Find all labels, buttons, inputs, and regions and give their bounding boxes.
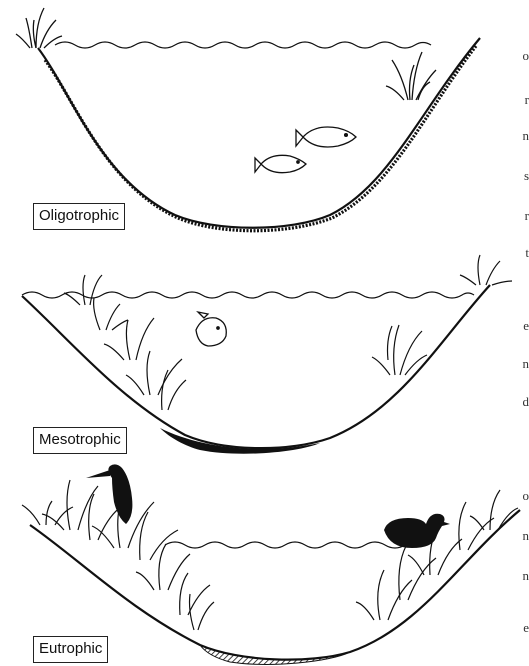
fish-icon bbox=[296, 127, 356, 147]
fish-icon bbox=[255, 155, 306, 172]
water-surface bbox=[22, 292, 474, 298]
mesotrophic-basin bbox=[22, 255, 512, 454]
eutrophic-label: Eutrophic bbox=[33, 636, 108, 663]
grass-tuft-icon bbox=[356, 490, 518, 620]
edge-letter: n bbox=[519, 528, 529, 544]
edge-letter: e bbox=[519, 318, 529, 334]
grass-tuft-icon bbox=[460, 255, 512, 285]
grass-tuft-icon bbox=[16, 8, 62, 48]
edge-letter: n bbox=[519, 356, 529, 372]
edge-letter: n bbox=[519, 568, 529, 584]
eutrophic-basin bbox=[22, 464, 520, 664]
grass-tuft-icon bbox=[372, 325, 427, 375]
duck-silhouette-icon bbox=[384, 514, 450, 548]
edge-letter: t bbox=[519, 245, 529, 261]
edge-letter: e bbox=[519, 620, 529, 636]
sediment bbox=[200, 645, 350, 664]
edge-letter: o bbox=[519, 48, 529, 64]
oligotrophic-label: Oligotrophic bbox=[33, 203, 125, 230]
fish-icon bbox=[196, 312, 226, 346]
edge-letter: o bbox=[519, 488, 529, 504]
edge-letter: r bbox=[519, 208, 529, 224]
sediment bbox=[160, 428, 320, 454]
oligotrophic-basin bbox=[16, 8, 480, 231]
lake-bed bbox=[22, 285, 490, 448]
edge-letter: r bbox=[519, 92, 529, 108]
bird-silhouette-icon bbox=[86, 464, 132, 524]
edge-letter: s bbox=[519, 168, 529, 184]
edge-letter: d bbox=[519, 394, 529, 410]
mesotrophic-label: Mesotrophic bbox=[33, 427, 127, 454]
grass-tuft-icon bbox=[386, 52, 436, 100]
edge-letter: n bbox=[519, 128, 529, 144]
water-surface bbox=[55, 42, 431, 48]
water-surface bbox=[165, 542, 405, 548]
